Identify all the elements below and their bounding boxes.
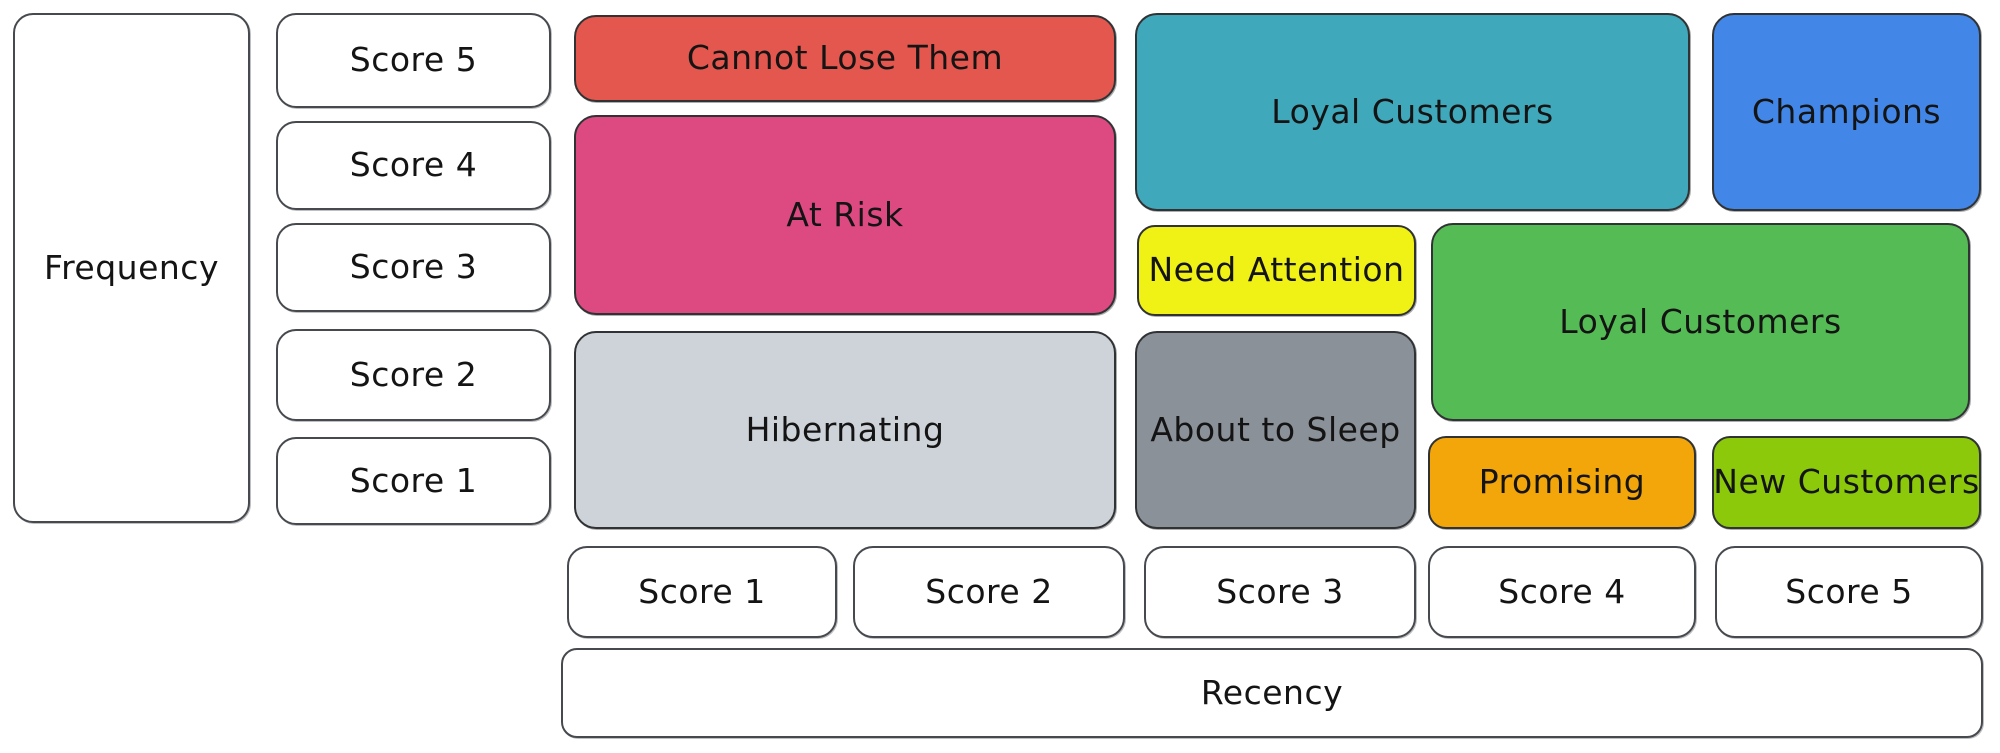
frequency-score-3: Score 3 <box>276 223 551 312</box>
frequency-score-1: Score 1 <box>276 437 551 525</box>
recency-score-1: Score 1 <box>567 546 837 638</box>
recency-score-4: Score 4 <box>1428 546 1696 638</box>
segment-loyal-customers-mid: Loyal Customers <box>1431 223 1970 421</box>
segment-need-attention: Need Attention <box>1137 225 1416 316</box>
segment-promising: Promising <box>1428 436 1696 529</box>
segment-cannot-lose-them: Cannot Lose Them <box>574 15 1116 102</box>
segment-about-to-sleep: About to Sleep <box>1135 331 1416 529</box>
frequency-axis-label: Frequency <box>13 13 250 523</box>
segment-new-customers: New Customers <box>1712 436 1981 529</box>
recency-axis-label: Recency <box>561 648 1983 738</box>
frequency-score-4: Score 4 <box>276 121 551 210</box>
frequency-score-5: Score 5 <box>276 13 551 108</box>
recency-score-2: Score 2 <box>853 546 1125 638</box>
recency-score-3: Score 3 <box>1144 546 1416 638</box>
segment-at-risk: At Risk <box>574 115 1116 315</box>
recency-score-5: Score 5 <box>1715 546 1983 638</box>
segment-champions: Champions <box>1712 13 1981 211</box>
segment-hibernating: Hibernating <box>574 331 1116 529</box>
frequency-score-2: Score 2 <box>276 329 551 421</box>
segment-loyal-customers-upper: Loyal Customers <box>1135 13 1690 211</box>
